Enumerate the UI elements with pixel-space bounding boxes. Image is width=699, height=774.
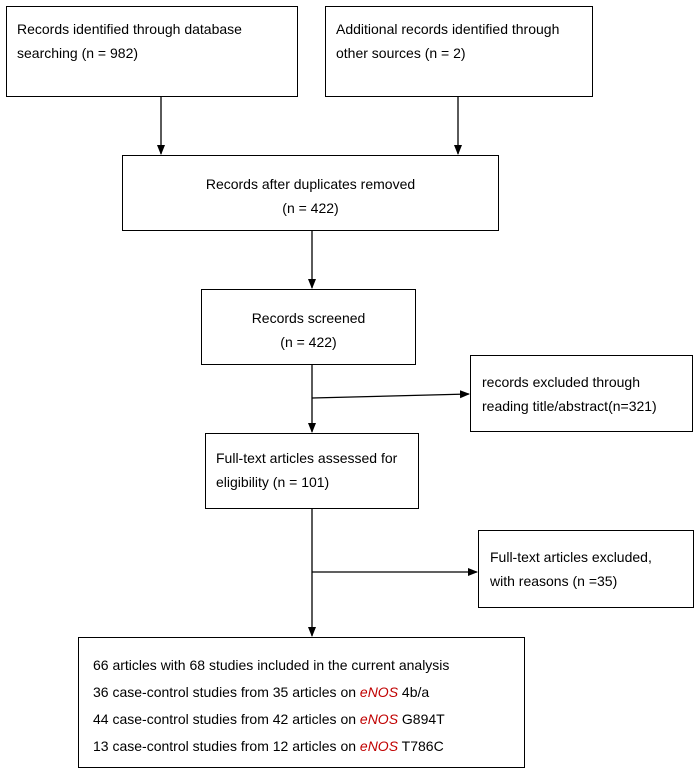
after-duplicates-line-1: Records after duplicates removed [205,176,416,192]
other-sources-line-1: Additional records identified through [336,21,560,37]
included-row-t786c: 13 case-control studies from 12 articles… [93,738,444,754]
box-excluded-title-abstract: records excluded through reading title/a… [470,355,693,432]
box-database-search: Records identified through database sear… [6,6,298,97]
box-after-duplicates: Records after duplicates removed (n = 42… [122,155,499,231]
arrow-to-excluded-title [311,390,470,399]
box-records-screened: Records screened (n = 422) [201,289,416,365]
db-search-line-1: Records identified through database [17,21,242,37]
included-line-1: 66 articles with 68 studies included in … [93,657,450,673]
after-duplicates-line-2: (n = 422) [282,200,339,216]
gene-name: eNOS [359,738,399,754]
included-row-4ba: 36 case-control studies from 35 articles… [93,684,430,700]
excluded-title-line-1: records excluded through [482,374,640,390]
gene-name: eNOS [359,684,399,700]
screened-line-1: Records screened [251,310,366,326]
box-fulltext-excluded: Full-text articles excluded, with reason… [478,530,694,608]
box-included-studies: 66 articles with 68 studies included in … [78,637,525,768]
gene-name: eNOS [359,711,399,727]
excluded-title-line-2: reading title/abstract(n=321) [482,398,657,414]
included-row-g894t: 44 case-control studies from 42 articles… [93,711,445,727]
screened-line-2: (n = 422) [280,334,337,350]
other-sources-line-2: other sources (n = 2) [336,45,466,61]
fulltext-excluded-line-2: with reasons (n =35) [490,573,618,589]
box-fulltext-assessed: Full-text articles assessed for eligibil… [205,433,419,509]
fulltext-line-2: eligibility (n = 101) [216,474,330,490]
box-other-sources: Additional records identified through ot… [325,6,593,97]
fulltext-line-1: Full-text articles assessed for [216,450,398,466]
fulltext-excluded-line-1: Full-text articles excluded, [490,549,652,565]
db-search-line-2: searching (n = 982) [17,45,139,61]
